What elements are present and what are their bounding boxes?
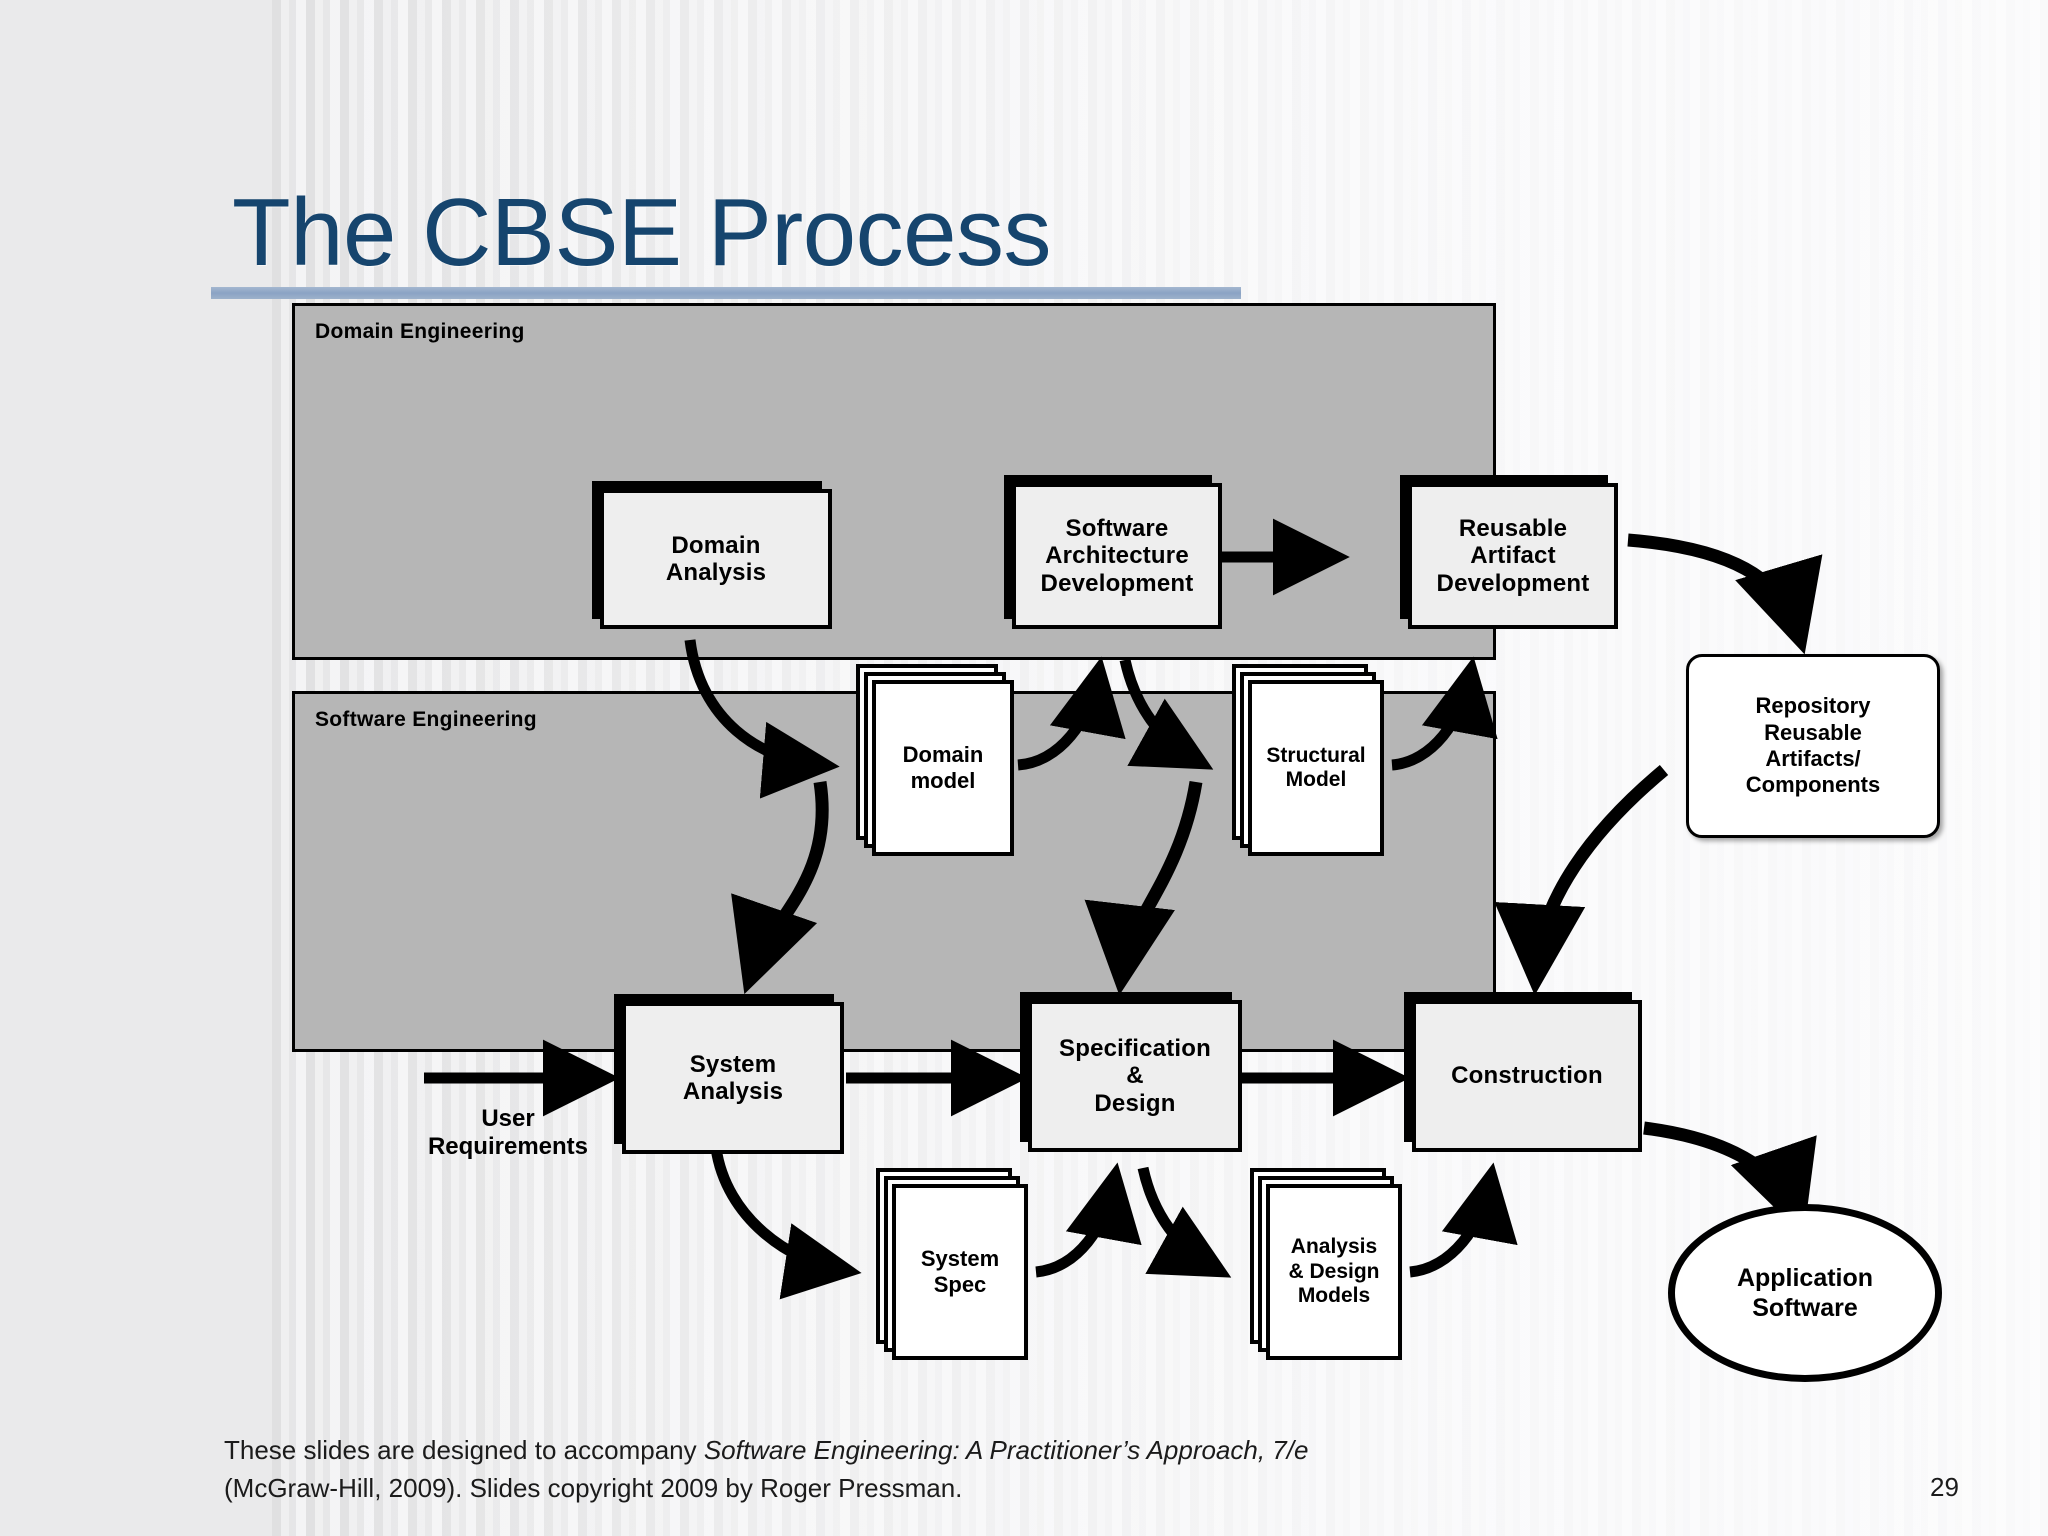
title-accent-bar bbox=[211, 287, 1241, 299]
page-title: The CBSE Process bbox=[232, 179, 1051, 286]
footer-attribution: These slides are designed to accompany S… bbox=[224, 1432, 1524, 1507]
arrow-structural-model-to-specification-design bbox=[1084, 780, 1203, 996]
node-specification-and-design-label: Specification&Design bbox=[1059, 1034, 1211, 1117]
footer-line2: (McGraw-Hill, 2009). Slides copyright 20… bbox=[224, 1472, 963, 1503]
node-construction-label: Construction bbox=[1451, 1062, 1603, 1090]
arrow-specification-design-to-analysis-models bbox=[1137, 1166, 1232, 1278]
arrow-system-spec-to-specification-design bbox=[1035, 1162, 1142, 1278]
arrow-analysis-models-to-construction bbox=[1409, 1162, 1518, 1278]
software-engineering-label: Software Engineering bbox=[315, 708, 537, 731]
arrow-system-analysis-to-system-spec bbox=[710, 1147, 862, 1300]
arrow-domain-analysis-to-domain-model bbox=[684, 639, 840, 799]
arrow-domain-model-to-architecture bbox=[1017, 656, 1126, 771]
arrow-reusable-artifact-to-repository bbox=[1627, 533, 1823, 655]
arrow-architecture-to-structural-model bbox=[1119, 658, 1214, 770]
arrow-domain-model-to-system-analysis bbox=[731, 781, 829, 995]
background-left-panel bbox=[0, 0, 272, 1536]
node-specification-and-design[interactable]: Specification&Design bbox=[1028, 1000, 1242, 1152]
arrow-construction-to-application-software bbox=[1643, 1121, 1817, 1237]
domain-engineering-panel: Domain Engineering bbox=[292, 303, 1496, 660]
arrow-repository-to-construction bbox=[1494, 765, 1669, 996]
footer-book-title: Software Engineering: A Practitioner’s A… bbox=[703, 1435, 1309, 1465]
footer-line1-prefix: These slides are designed to accompany bbox=[224, 1435, 704, 1465]
domain-engineering-label: Domain Engineering bbox=[315, 320, 525, 343]
node-construction[interactable]: Construction bbox=[1412, 1000, 1642, 1152]
page-number: 29 bbox=[1930, 1472, 1959, 1502]
arrow-structural-model-to-reusable-artifact bbox=[1391, 656, 1498, 771]
